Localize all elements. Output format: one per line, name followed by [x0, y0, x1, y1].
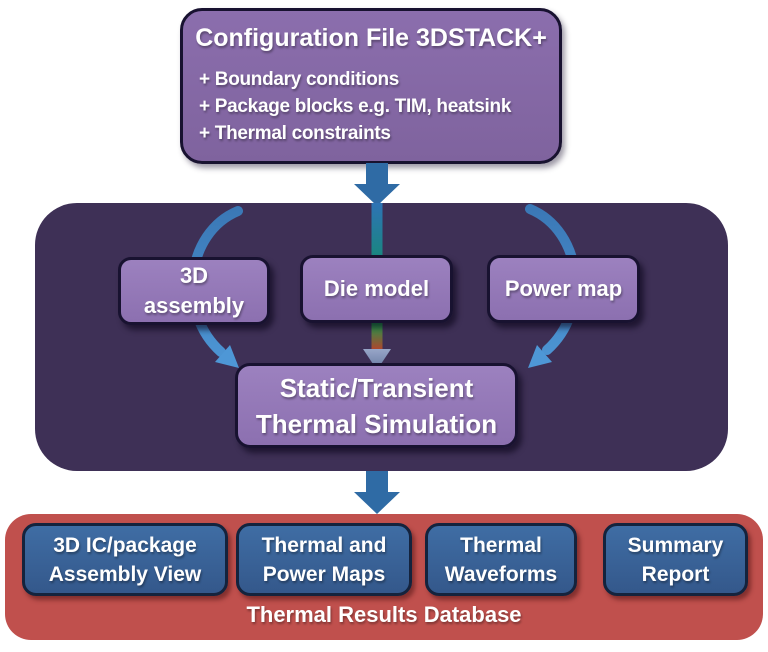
result-box-thermal-waveforms: Thermal Waveforms	[425, 523, 577, 596]
result-box-label: 3D IC/package	[53, 533, 197, 557]
bullet-boundary-conditions: + Boundary conditions	[199, 69, 400, 90]
result-box-summary-report: Summary Report	[603, 523, 748, 596]
process-box-label: Static/Transient	[279, 372, 474, 403]
bullet-thermal-constraints: + Thermal constraints	[199, 123, 391, 144]
center-gradient-arrow-icon	[363, 203, 391, 370]
input-box-label: Power map	[504, 276, 623, 301]
input-box-die-model: Die model	[300, 255, 453, 323]
bullet-package-blocks: + Package blocks e.g. TIM, heatsink	[199, 96, 512, 117]
config-file-box: Configuration File 3DSTACK+ + Boundary c…	[180, 8, 562, 164]
config-bullet-list: + Boundary conditions + Package blocks e…	[183, 66, 559, 147]
down-arrow-sim-to-results-icon	[354, 471, 400, 514]
process-box-label: Thermal Simulation	[255, 408, 498, 439]
input-box-label: 3D	[179, 263, 209, 288]
result-box-thermal-power-maps: Thermal and Power Maps	[236, 523, 412, 596]
input-box-label: assembly	[143, 293, 245, 318]
config-title: Configuration File 3DSTACK+	[195, 24, 547, 52]
result-box-assembly-view: 3D IC/package Assembly View	[22, 523, 228, 596]
result-box-label: Power Maps	[262, 562, 386, 586]
result-box-label: Thermal and	[261, 533, 387, 557]
result-box-label: Report	[641, 562, 710, 586]
results-container: 3D IC/package Assembly View Thermal and …	[5, 514, 763, 640]
result-box-label: Thermal	[460, 533, 542, 557]
input-box-power-map: Power map	[487, 255, 640, 323]
results-database-label: Thermal Results Database	[246, 602, 522, 627]
thermal-simulation-box: Static/Transient Thermal Simulation	[235, 363, 518, 448]
simulation-container: 3D assembly Die model Power map Static/T…	[35, 203, 728, 471]
down-arrow-config-to-sim-icon	[354, 163, 400, 206]
result-box-label: Summary	[627, 533, 724, 557]
input-box-label: Die model	[323, 276, 430, 301]
result-box-label: Waveforms	[444, 562, 558, 586]
result-box-label: Assembly View	[48, 562, 202, 586]
input-box-3d-assembly: 3D assembly	[118, 257, 270, 325]
